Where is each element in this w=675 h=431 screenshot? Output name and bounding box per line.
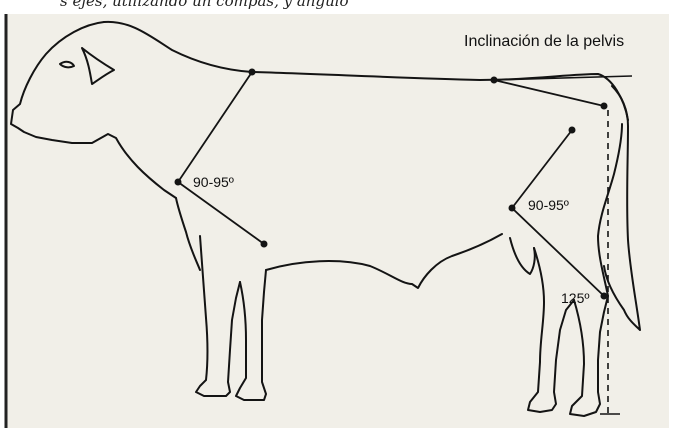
point-stifle: [509, 205, 516, 212]
pelvis-inclination-label: Inclinación de la pelvis: [464, 34, 624, 50]
point-elbow: [261, 241, 268, 248]
header-fragment-text: s ejes, utilizando un compás, y ángulo: [60, 0, 349, 10]
cut-off-header-text: s ejes, utilizando un compás, y ángulo: [0, 0, 675, 14]
shoulder-angle-label: 90-95º: [193, 175, 234, 189]
point-shoulder: [175, 179, 182, 186]
point-pin-bone: [601, 103, 608, 110]
point-hip: [491, 77, 498, 84]
point-femur-head: [569, 127, 576, 134]
hip-angle-label: 90-95º: [528, 198, 569, 212]
hock-angle-label: 125º: [561, 291, 589, 305]
point-hock: [601, 293, 608, 300]
point-withers: [249, 69, 256, 76]
